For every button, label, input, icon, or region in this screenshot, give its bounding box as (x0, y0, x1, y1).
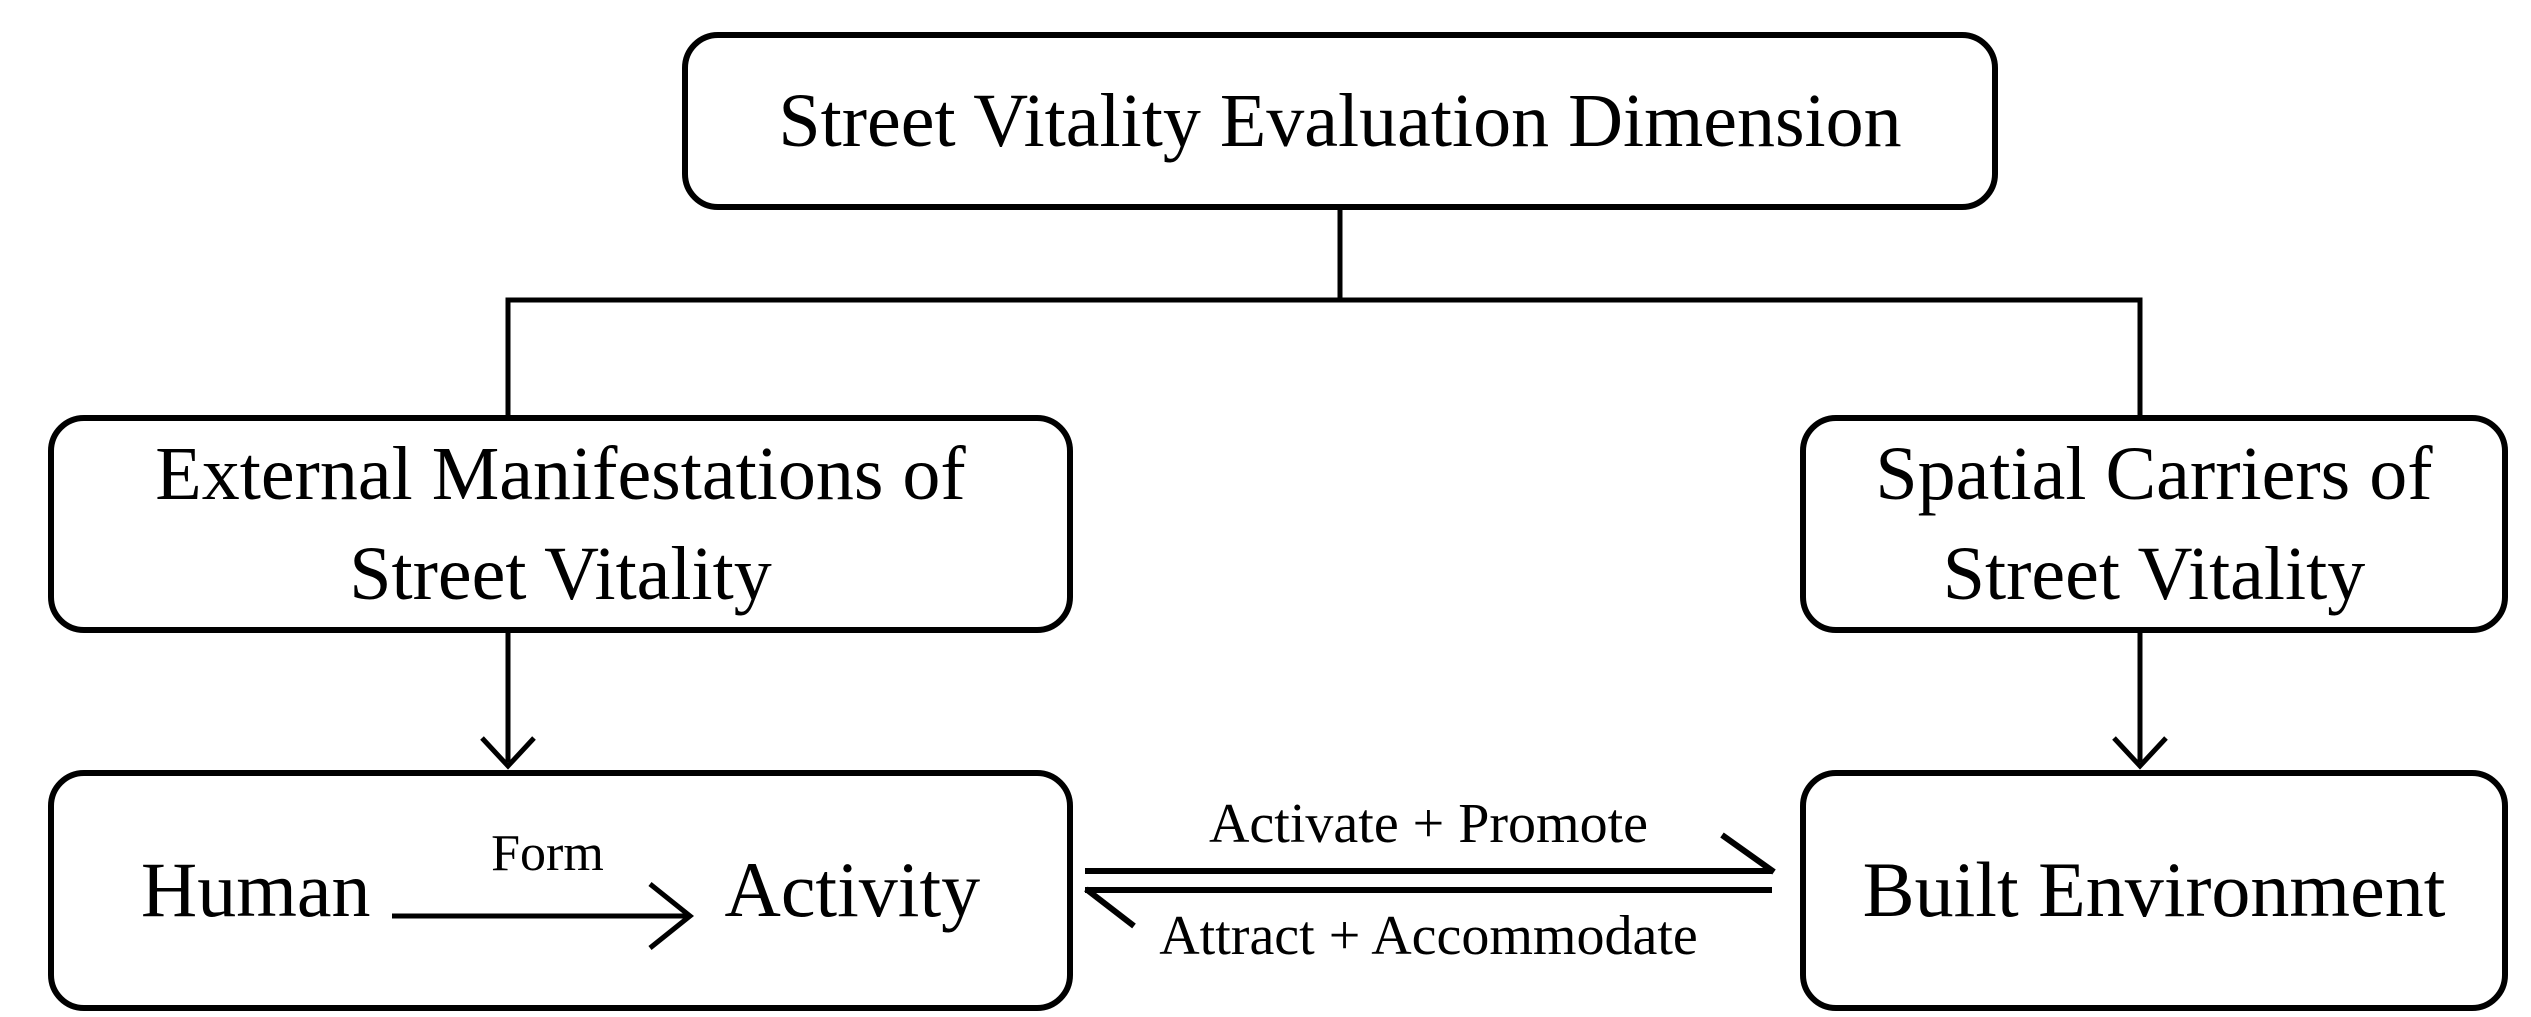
activity-label: Activity (724, 846, 981, 934)
node-external-line2: Street Vitality (349, 532, 772, 616)
node-spatial-line1: Spatial Carriers of (1875, 431, 2433, 516)
node-built-environment: Built Environment (1800, 770, 2508, 1011)
down-arrow-right (2112, 633, 2168, 770)
backward-arrow (1084, 886, 1772, 929)
node-root-label: Street Vitality Evaluation Dimension (778, 78, 1902, 163)
form-arrow-icon (392, 881, 695, 950)
forward-arrow (1085, 832, 1776, 875)
backward-arrow-label: Attract + Accommodate (1159, 905, 1698, 967)
form-arrow-label: Form (491, 824, 604, 882)
node-spatial-carriers: Spatial Carriers of Street Vitality (1800, 415, 2508, 633)
node-spatial-line2: Street Vitality (1942, 532, 2366, 616)
node-human-activity: Human Form Activity (48, 770, 1073, 1011)
tree-connector (505, 210, 2143, 415)
forward-arrow-label: Activate + Promote (1208, 793, 1649, 855)
node-external-manifestations: External Manifestations of Street Vitali… (48, 415, 1073, 633)
node-built-label: Built Environment (1862, 846, 2446, 934)
form-arrow-block: Form (392, 824, 702, 956)
node-root: Street Vitality Evaluation Dimension (682, 32, 1998, 210)
human-label: Human (140, 846, 371, 934)
down-arrow-left (480, 633, 536, 770)
node-external-line1: External Manifestations of (155, 431, 966, 516)
